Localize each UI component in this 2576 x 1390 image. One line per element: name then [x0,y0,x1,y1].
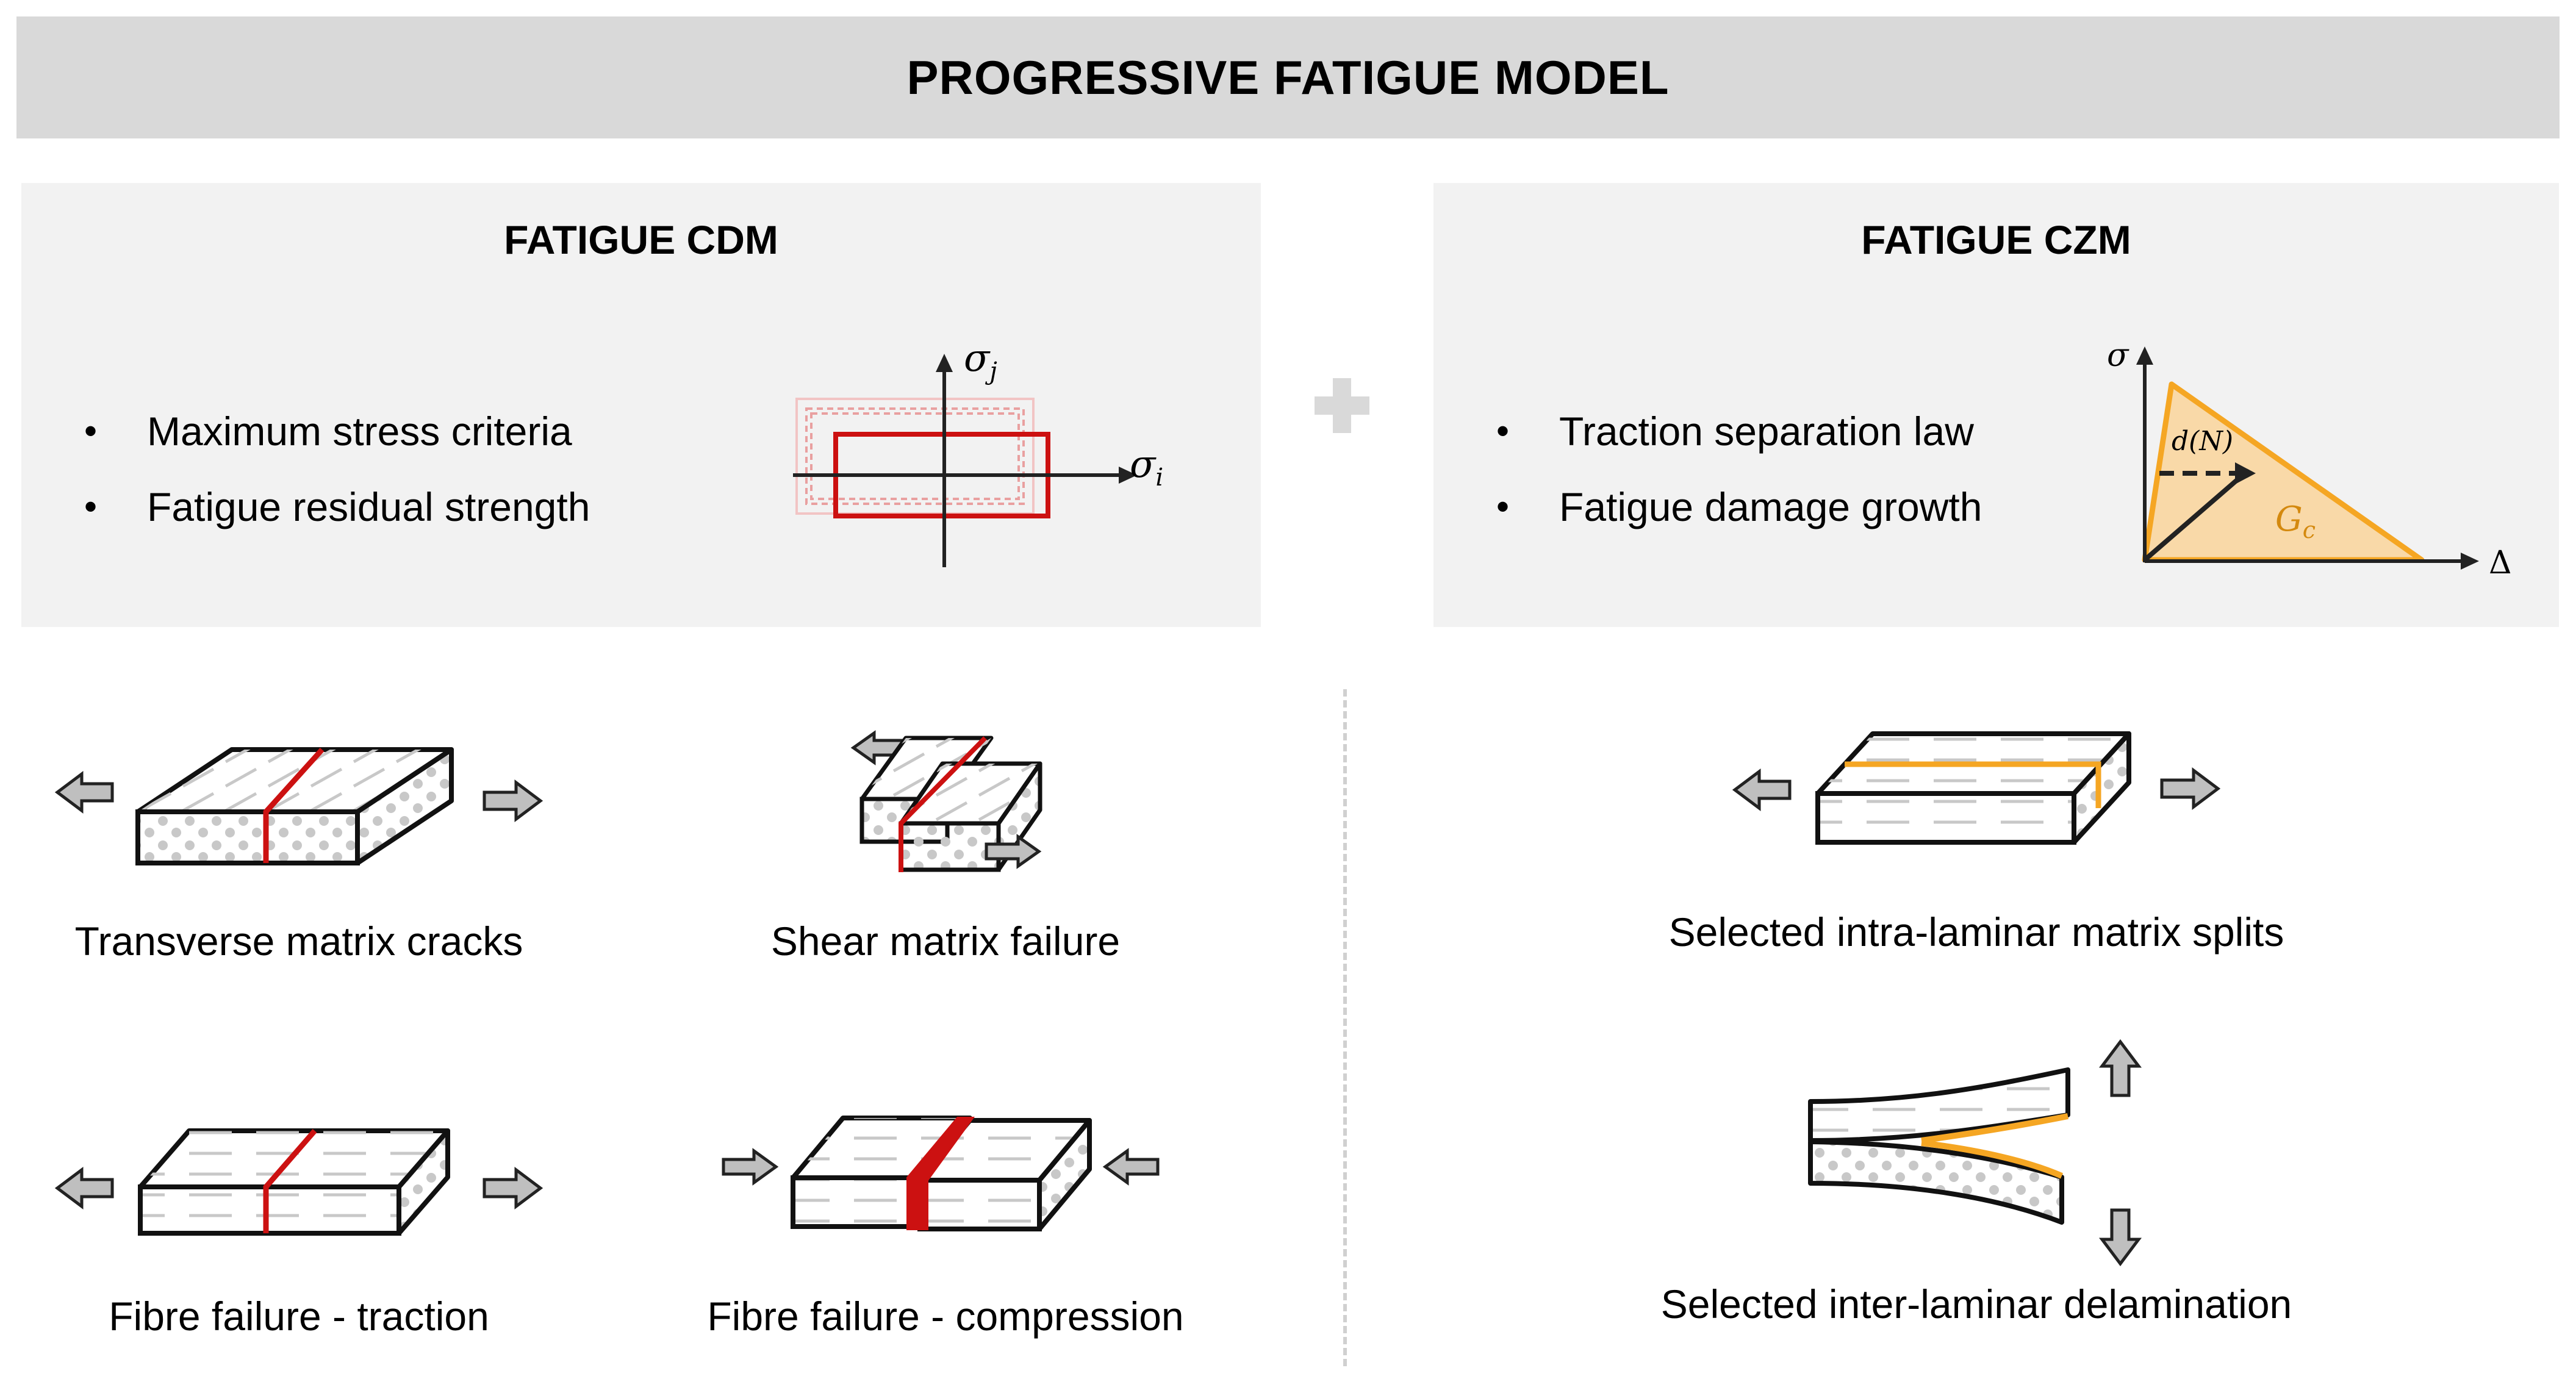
bullet-dot-icon: • [1496,410,1510,451]
bullet-dot-icon: • [1496,486,1510,527]
upper-block-top-hatch [862,738,991,799]
damage-unload-line [2143,471,2247,562]
failure-envelope-original [795,398,1035,515]
damage-label: d(N) [2172,426,2233,457]
cdm-panel [21,183,1261,627]
sigma-i-arrow-icon [1119,467,1137,484]
mode-caption: Transverse matrix cracks [74,919,523,964]
delamination-crack-upper [1921,1113,2068,1144]
load-arrow-up-icon [2099,1039,2142,1097]
load-arrow-right-icon [483,1167,544,1209]
delamination-crack-lower [1921,1140,2064,1179]
mode-caption: Selected intra-laminar matrix splits [1668,909,2284,955]
cdm-stress-envelope-diagram: σi σj [793,342,1163,567]
load-arrow-left-icon [1102,1148,1160,1186]
page-title: PROGRESSIVE FATIGUE MODEL [906,50,1670,104]
czm-traction-separation-diagram: σ Δ d(N) Gc [2107,337,2512,579]
separation-axis-label: Δ [2489,545,2512,579]
mode-caption: Selected inter-laminar delamination [1660,1281,2292,1327]
czm-bullet-list: •Traction separation law •Fatigue damage… [1496,393,2106,545]
right-block-front [917,1178,1042,1231]
traction-arrow-icon [2136,346,2153,365]
failure-envelope-fatigue-traces [805,407,1025,505]
cdm-bullet-list: •Maximum stress criteria •Fatigue residu… [84,393,755,545]
lower-arm [1808,1139,2064,1225]
load-arrow-left-icon [54,771,114,814]
right-block-top-dash [920,1120,1089,1180]
sigma-j-label: σj [964,342,997,385]
transverse-matrix-cracks-diagram [54,747,544,865]
czm-bullet: •Traction separation law [1496,393,2106,469]
matrix-crack [263,747,325,863]
lower-block-front [899,821,1001,872]
laminate-side-face [396,1128,450,1236]
section-divider [1343,689,1347,1366]
traction-axis-label: σ [2107,337,2129,374]
shear-matrix-failure-diagram [850,730,1042,872]
load-arrow-left-icon [54,1167,114,1209]
load-arrow-right-icon [2160,767,2221,810]
fibre-failure-compression-diagram [722,1116,1160,1231]
separation-arrow-icon [2461,553,2479,570]
mode-caption: Fibre failure - compression [707,1294,1184,1339]
laminate-side-face [355,747,454,865]
inter-laminar-delamination-diagram [1808,1039,2142,1267]
laminate-front-face [135,809,360,865]
right-block-side [1037,1118,1092,1231]
mode-caption: Fibre failure - traction [109,1294,489,1339]
laminate-front-face [1815,791,2076,845]
upper-arm [1808,1067,2070,1143]
title-banner [16,16,2560,138]
mode-caption: Shear matrix failure [770,919,1121,964]
laminate-top-dash [140,1131,448,1187]
load-arrow-down-icon [2099,1208,2142,1267]
czm-title: FATIGUE CZM [1861,217,2131,262]
laminate-side-face [2072,731,2131,845]
damage-arrow-icon [2235,462,2256,484]
load-arrow-right-icon [722,1148,779,1186]
bullet-dot-icon: • [84,410,98,451]
cdm-bullet: •Fatigue residual strength [84,469,755,545]
load-arrow-right-icon [483,779,544,822]
load-arrow-left-icon [1732,768,1792,811]
sigma-j-arrow-icon [936,354,953,372]
cdm-bullet: •Maximum stress criteria [84,393,755,469]
shear-crack [899,736,987,872]
lower-block-top-hatch [901,764,1040,823]
kink-band [906,1117,975,1230]
czm-bullet: •Fatigue damage growth [1496,469,2106,545]
cdm-title: FATIGUE CDM [504,217,778,262]
sigma-i-label: σi [1130,442,1163,492]
bullet-dot-icon: • [84,486,98,527]
fibre-break [263,1129,317,1233]
left-block-front [791,1175,922,1229]
load-arrow-right-icon [985,834,1042,869]
intra-laminar-split-diagram [1732,731,2221,845]
fibre-failure-traction-diagram [54,1128,544,1236]
matrix-split [1845,761,2101,808]
laminate-front-face [138,1184,401,1236]
plus-icon [1315,378,1369,433]
fracture-energy-label: Gc [2275,500,2316,543]
